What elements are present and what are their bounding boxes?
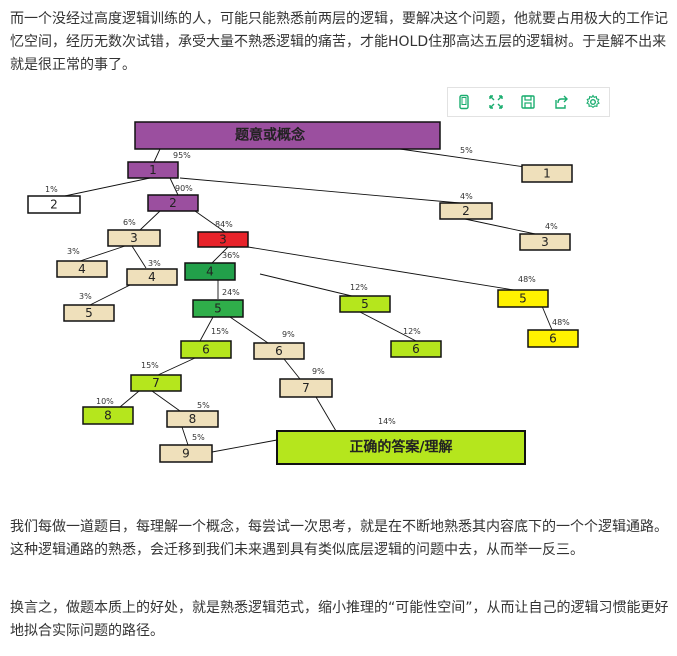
pct-label: 6% <box>123 218 136 227</box>
node-4a <box>56 260 108 278</box>
pct-label: 48% <box>518 275 536 284</box>
pct-label: 3% <box>148 259 161 268</box>
node-3c <box>519 233 571 251</box>
paragraph-conclusion: 换言之，做题本质上的好处，就是熟悉逻辑范式，缩小推理的“可能性空间”，从而让自己… <box>10 600 669 639</box>
expand-button[interactable] <box>485 91 507 113</box>
node-8a-label: 8 <box>104 409 112 423</box>
node-1a <box>127 161 179 179</box>
pct-label: 4% <box>545 222 558 231</box>
node-9 <box>159 444 213 463</box>
node-6d <box>527 329 579 348</box>
save-button[interactable] <box>517 91 539 113</box>
pct-label: 14% <box>378 417 396 426</box>
pct-label: 3% <box>79 292 92 301</box>
logic-tree-diagram: 题意或概念 1 1 2 2 2 3 3 3 4 4 4 5 5 5 5 6 6 … <box>27 121 579 465</box>
node-6a <box>180 340 232 359</box>
node-5d <box>497 289 549 308</box>
node-8b-label: 8 <box>189 412 197 426</box>
pct-label: 95% <box>173 151 191 160</box>
settings-button[interactable] <box>582 91 604 113</box>
node-6d-label: 6 <box>549 332 557 346</box>
pct-label: 48% <box>552 318 570 327</box>
pct-label: 12% <box>403 327 421 336</box>
node-5b <box>192 299 244 318</box>
node-5d-label: 5 <box>519 292 527 306</box>
node-3a-label: 3 <box>130 231 138 245</box>
node-7b <box>279 378 333 398</box>
node-5a-label: 5 <box>85 306 93 320</box>
paragraph-intro: 而一个没经过高度逻辑训练的人，可能只能熟悉前两层的逻辑，要解决这个问题，他就要占… <box>10 11 668 73</box>
node-4b <box>126 268 178 286</box>
node-2c <box>439 202 493 220</box>
paragraph-logic-paths: 我们每做一道题目，每理解一个概念，每尝试一次思考，就是在不断地熟悉其内容底下的一… <box>10 519 668 558</box>
node-4c-label: 4 <box>206 265 214 279</box>
pct-label: 15% <box>141 361 159 370</box>
pct-label: 4% <box>460 192 473 201</box>
node-7b-label: 7 <box>302 381 310 395</box>
node-7a <box>130 374 182 392</box>
node-2b-label: 2 <box>169 196 177 210</box>
node-top-label: 题意或概念 <box>235 127 306 144</box>
node-7a-label: 7 <box>152 376 160 390</box>
pct-label: 36% <box>222 251 240 260</box>
pct-label: 84% <box>215 220 233 229</box>
pct-label: 3% <box>67 247 80 256</box>
tree-edges <box>59 148 553 453</box>
node-1a-label: 1 <box>149 163 157 177</box>
node-1b <box>521 164 573 183</box>
node-5c-label: 5 <box>361 297 369 311</box>
node-6c <box>390 340 442 358</box>
pct-label: 9% <box>282 330 295 339</box>
pct-label: 9% <box>312 367 325 376</box>
node-4b-label: 4 <box>148 270 156 284</box>
node-answer <box>276 430 526 465</box>
node-2a-label: 2 <box>50 198 58 212</box>
pct-label: 5% <box>197 401 210 410</box>
pct-label: 5% <box>192 433 205 442</box>
node-5a <box>63 304 115 322</box>
node-3b-label: 3 <box>219 233 227 247</box>
node-3c-label: 3 <box>541 235 549 249</box>
pct-label: 5% <box>460 146 473 155</box>
node-top <box>134 121 441 150</box>
node-8a <box>82 406 134 425</box>
share-icon <box>554 95 568 109</box>
node-4a-label: 4 <box>78 262 86 276</box>
node-3b <box>197 231 249 248</box>
gear-icon <box>586 94 600 108</box>
node-6c-label: 6 <box>412 342 420 356</box>
node-5c <box>339 295 391 313</box>
expand-icon <box>489 95 503 109</box>
phone-icon <box>459 94 469 110</box>
node-9-label: 9 <box>182 447 190 461</box>
share-button[interactable] <box>550 91 572 113</box>
node-1b-label: 1 <box>543 167 551 181</box>
node-8b <box>166 410 219 428</box>
node-6b-label: 6 <box>275 344 283 358</box>
phone-view-button[interactable] <box>453 91 475 113</box>
pct-label: 10% <box>96 397 114 406</box>
node-2a <box>27 195 81 214</box>
pct-label: 15% <box>211 327 229 336</box>
save-icon <box>521 95 536 109</box>
node-4c <box>184 262 236 281</box>
node-6a-label: 6 <box>202 343 210 357</box>
node-5b-label: 5 <box>214 302 222 316</box>
node-2b <box>147 194 199 212</box>
image-toolbar <box>447 87 610 117</box>
edge-percentages: 95% 5% 1% 90% 4% 4% 6% 84% 3% 3% 3% 36% … <box>45 146 570 442</box>
pct-label: 90% <box>175 184 193 193</box>
pct-label: 24% <box>222 288 240 297</box>
node-3a <box>107 229 161 247</box>
pct-label: 1% <box>45 185 58 194</box>
node-6b <box>253 342 305 360</box>
pct-label: 12% <box>350 283 368 292</box>
node-answer-label: 正确的答案/理解 <box>349 439 452 456</box>
node-2c-label: 2 <box>462 204 470 218</box>
